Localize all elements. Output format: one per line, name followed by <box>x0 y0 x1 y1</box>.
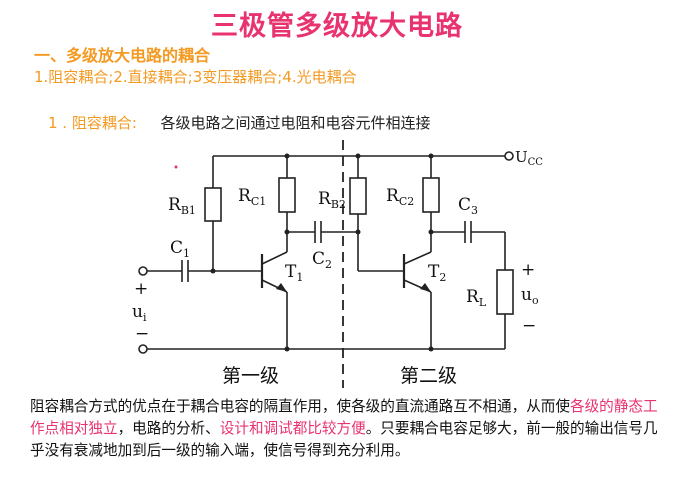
label-stage2: 第二级 <box>400 365 457 387</box>
input-terminal-top <box>138 266 148 276</box>
label-ucc: UCC <box>515 148 543 168</box>
label-uo: uo <box>521 285 539 307</box>
subsection-line: 1 . 阻容耦合: 各级电路之间通过电阻和电容元件相连接 <box>48 112 430 133</box>
rl-resistor <box>496 269 514 315</box>
label-plus-in: + <box>134 279 148 299</box>
rb1-resistor <box>204 187 222 222</box>
coupling-types: 1.阻容耦合;2.直接耦合;3变压器耦合;4.光电耦合 <box>34 68 357 86</box>
para-highlight-1: 各级的静态工作点相对独立 <box>30 398 658 437</box>
section-heading: 一、多级放大电路的耦合 <box>34 46 211 65</box>
rc1-resistor <box>278 177 296 213</box>
circuit-diagram: UCC RB1 RC1 C1 T1 C2 RB2 RC2 C3 T2 RL ui… <box>132 140 543 388</box>
page-title: 三极管多级放大电路 <box>211 11 463 42</box>
label-rb1: RB1 <box>168 195 196 217</box>
para-text-2: ，电路的分析、 <box>117 420 220 437</box>
rc2-resistor <box>422 177 440 213</box>
label-minus-out: − <box>522 316 536 336</box>
label-stage1: 第一级 <box>222 365 279 387</box>
vcc-terminal <box>504 151 514 161</box>
label-plus-out: + <box>521 260 535 280</box>
para-text-3: 。只要耦合电容足够大，前一般的输出信号几乎没有衰减地加到后一级的输入端，使信号得… <box>30 420 658 459</box>
label-rb2: RB2 <box>318 189 346 211</box>
label-c3: C3 <box>458 195 478 217</box>
t2-emitter-arrow <box>420 283 431 292</box>
label-rc1: RC1 <box>238 186 266 208</box>
label-t1: T1 <box>285 262 303 284</box>
subsection-number: 1 . 阻容耦合: <box>48 114 137 132</box>
rb2-resistor <box>349 177 367 215</box>
label-ui: ui <box>132 302 147 324</box>
label-t2: T2 <box>428 262 446 284</box>
subsection-text: 各级电路之间通过电阻和电容元件相连接 <box>160 114 431 132</box>
explanation-paragraph: 阻容耦合方式的优点在于耦合电容的隔直作用，使各级的直流通路互不相通，从而使各级的… <box>30 396 662 462</box>
input-terminal-bottom <box>138 344 148 354</box>
para-highlight-2: 设计和调试都比较方便 <box>219 420 366 437</box>
para-text-1: 阻容耦合方式的优点在于耦合电容的隔直作用，使各级的直流通路互不相通，从而使 <box>30 398 570 415</box>
label-c2: C2 <box>312 249 332 271</box>
t1-emitter-arrow <box>276 283 287 292</box>
label-minus-in: − <box>135 324 149 344</box>
label-rc2: RC2 <box>386 186 414 208</box>
label-rl: RL <box>466 287 487 309</box>
label-c1: C1 <box>170 238 190 260</box>
